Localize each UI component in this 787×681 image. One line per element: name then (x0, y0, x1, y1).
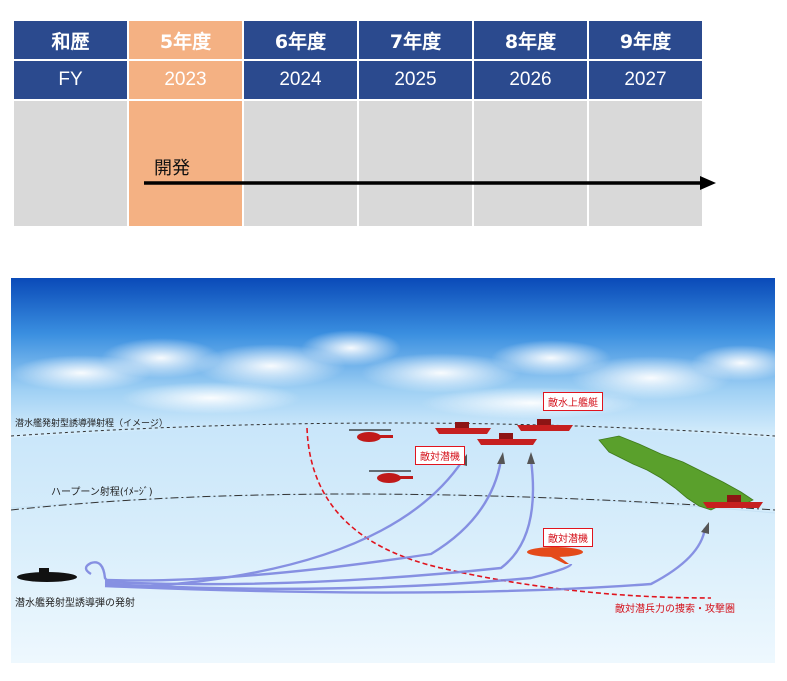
launch-label: 潜水艦発射型誘導弾の発射 (15, 598, 135, 609)
timeline-cell-2026 (474, 101, 587, 226)
fy-2023: 2023 (129, 61, 242, 99)
harpoon-range-arc (11, 493, 775, 511)
enemy-ship-1 (435, 422, 491, 434)
operation-illustration: 潜水艦発射型誘導弾射程（イメージ） ハープーン射程(ｲﾒｰｼﾞ) 敵水上艦艇 敵… (11, 278, 775, 663)
search-zone-label: 敵対潜兵力の捜索・攻撃圏 (615, 604, 735, 615)
timeline-cell-2027 (589, 101, 702, 226)
timeline-cell-2025 (359, 101, 472, 226)
schedule-table: 和歴 5年度 6年度 7年度 8年度 9年度 FY 2023 2024 2025… (14, 21, 716, 226)
enemy-surface-label: 敵水上艦艇 (543, 392, 603, 411)
fy-row: FY 2023 2024 2025 2026 2027 (14, 61, 703, 99)
missile-paths (84, 459, 707, 594)
header-era: 和歴 (14, 21, 127, 59)
enemy-ship-3 (477, 433, 537, 445)
header-year-8: 8年度 (474, 21, 587, 59)
timeline-cell-2024 (244, 101, 357, 226)
header-year-7: 7年度 (359, 21, 472, 59)
missile-range-arc (11, 422, 775, 437)
development-arrow (144, 176, 716, 190)
harpoon-range-label: ハープーン射程(ｲﾒｰｼﾞ) (51, 487, 153, 498)
header-year-6: 6年度 (244, 21, 357, 59)
enemy-asw-aircraft-label: 敵対潜機 (543, 528, 593, 547)
fy-2027: 2027 (589, 61, 702, 99)
enemy-ship-4 (703, 495, 763, 508)
timeline-row (14, 101, 703, 226)
header-year-9: 9年度 (589, 21, 702, 59)
enemy-ship-2 (517, 419, 573, 431)
sea (11, 425, 775, 663)
header-year-5: 5年度 (129, 21, 242, 59)
header-row: 和歴 5年度 6年度 7年度 8年度 9年度 (14, 21, 703, 59)
submarine (17, 568, 77, 582)
enemy-helicopter-2 (369, 470, 413, 483)
fy-2026: 2026 (474, 61, 587, 99)
enemy-helicopter-1 (349, 429, 393, 442)
enemy-asw-label: 敵対潜機 (415, 446, 465, 465)
development-label: 開発 (154, 158, 190, 179)
timeline-cell-2023 (129, 101, 242, 226)
fy-label: FY (14, 61, 127, 99)
search-zone-arc (306, 427, 712, 599)
fy-2025: 2025 (359, 61, 472, 99)
missile-range-label: 潜水艦発射型誘導弾射程（イメージ） (15, 419, 168, 429)
fy-2024: 2024 (244, 61, 357, 99)
timeline-cell-era (14, 101, 127, 226)
